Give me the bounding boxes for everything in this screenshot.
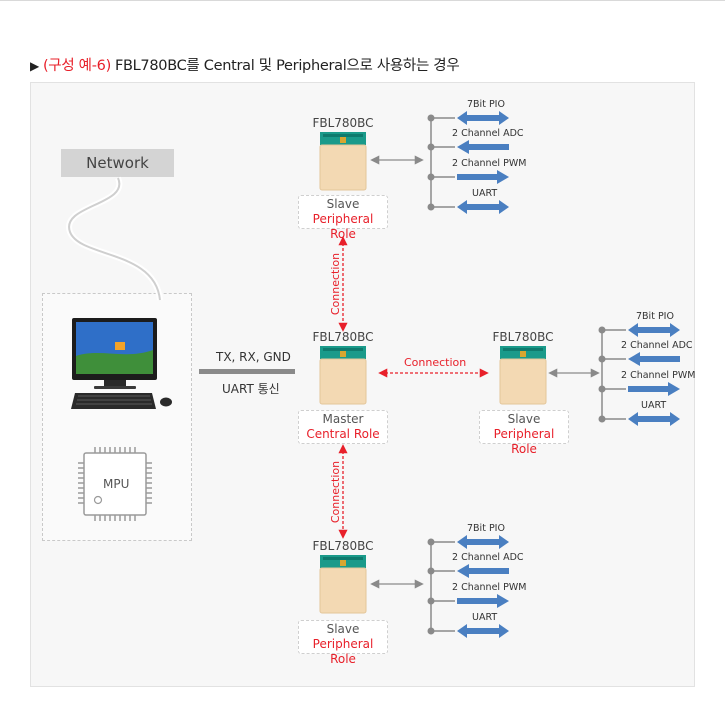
top-divider (0, 0, 725, 1)
link-protocol-label: UART 통신 (222, 382, 280, 396)
module-bottom-icon (319, 554, 367, 614)
link-signals-label: TX, RX, GND (216, 350, 291, 364)
page-title: ▶(구성 예-6)FBL780BC를 Central 및 Peripheral으… (30, 54, 460, 75)
device-top-role-line1: Slave (326, 197, 360, 211)
io-top-uart-label: UART (472, 188, 498, 199)
title-prefix: (구성 예-6) (42, 58, 111, 74)
io-bottom-adc-label: 2 Channel ADC (452, 552, 524, 563)
io-right-adc-label: 2 Channel ADC (621, 340, 693, 351)
io-bus-right (598, 323, 680, 426)
io-bus-top (427, 111, 509, 214)
device-top-role-line2: Peripheral Role (312, 212, 374, 241)
mpu-label: MPU (103, 477, 130, 491)
mpu-chip-icon (78, 447, 152, 521)
mouse-icon (160, 397, 172, 407)
device-right-role-line2: Peripheral Role (493, 427, 555, 456)
title-text: FBL780BC를 Central 및 Peripheral으로 사용하는 경우 (114, 58, 460, 74)
io-right-pio-label: 7Bit PIO (636, 311, 674, 322)
io-top-pwm-label: 2 Channel PWM (452, 158, 527, 169)
connection-label-right: Connection (404, 356, 467, 369)
io-bus-bottom (427, 535, 509, 638)
io-bottom-pwm-label: 2 Channel PWM (452, 582, 527, 593)
device-master-role-line2: Central Role (306, 427, 380, 441)
io-top-adc-label: 2 Channel ADC (452, 128, 524, 139)
device-master-model: FBL780BC (312, 330, 374, 344)
triangle-bullet-icon: ▶ (30, 59, 39, 73)
io-right-pwm-label: 2 Channel PWM (621, 370, 696, 381)
keyboard-icon (71, 393, 156, 409)
device-bottom-role-line2: Peripheral Role (312, 637, 374, 666)
monitor-icon (72, 318, 157, 389)
device-top-role: Slave Peripheral Role (298, 195, 388, 241)
device-right-role: Slave Peripheral Role (479, 410, 569, 456)
io-top-pio-label: 7Bit PIO (467, 99, 505, 110)
device-right-role-line1: Slave (507, 412, 541, 426)
connection-label-top: Connection (329, 253, 342, 315)
module-right-icon (499, 345, 547, 405)
connection-label-bottom: Connection (329, 461, 342, 523)
device-bottom-role-line1: Slave (326, 622, 360, 636)
device-bottom-model: FBL780BC (312, 539, 374, 553)
io-bottom-uart-label: UART (472, 612, 498, 623)
device-top-model: FBL780BC (312, 116, 374, 130)
network-label: Network (61, 149, 174, 177)
module-master-icon (319, 345, 367, 405)
uart-link-bar (199, 369, 295, 374)
device-master-role: Master Central Role (298, 410, 388, 444)
device-right-model: FBL780BC (492, 330, 554, 344)
device-master-role-line1: Master (322, 412, 364, 426)
io-bottom-pio-label: 7Bit PIO (467, 523, 505, 534)
module-top-icon (319, 131, 367, 191)
network-cable (66, 176, 163, 301)
device-bottom-role: Slave Peripheral Role (298, 620, 388, 666)
io-right-uart-label: UART (641, 400, 667, 411)
